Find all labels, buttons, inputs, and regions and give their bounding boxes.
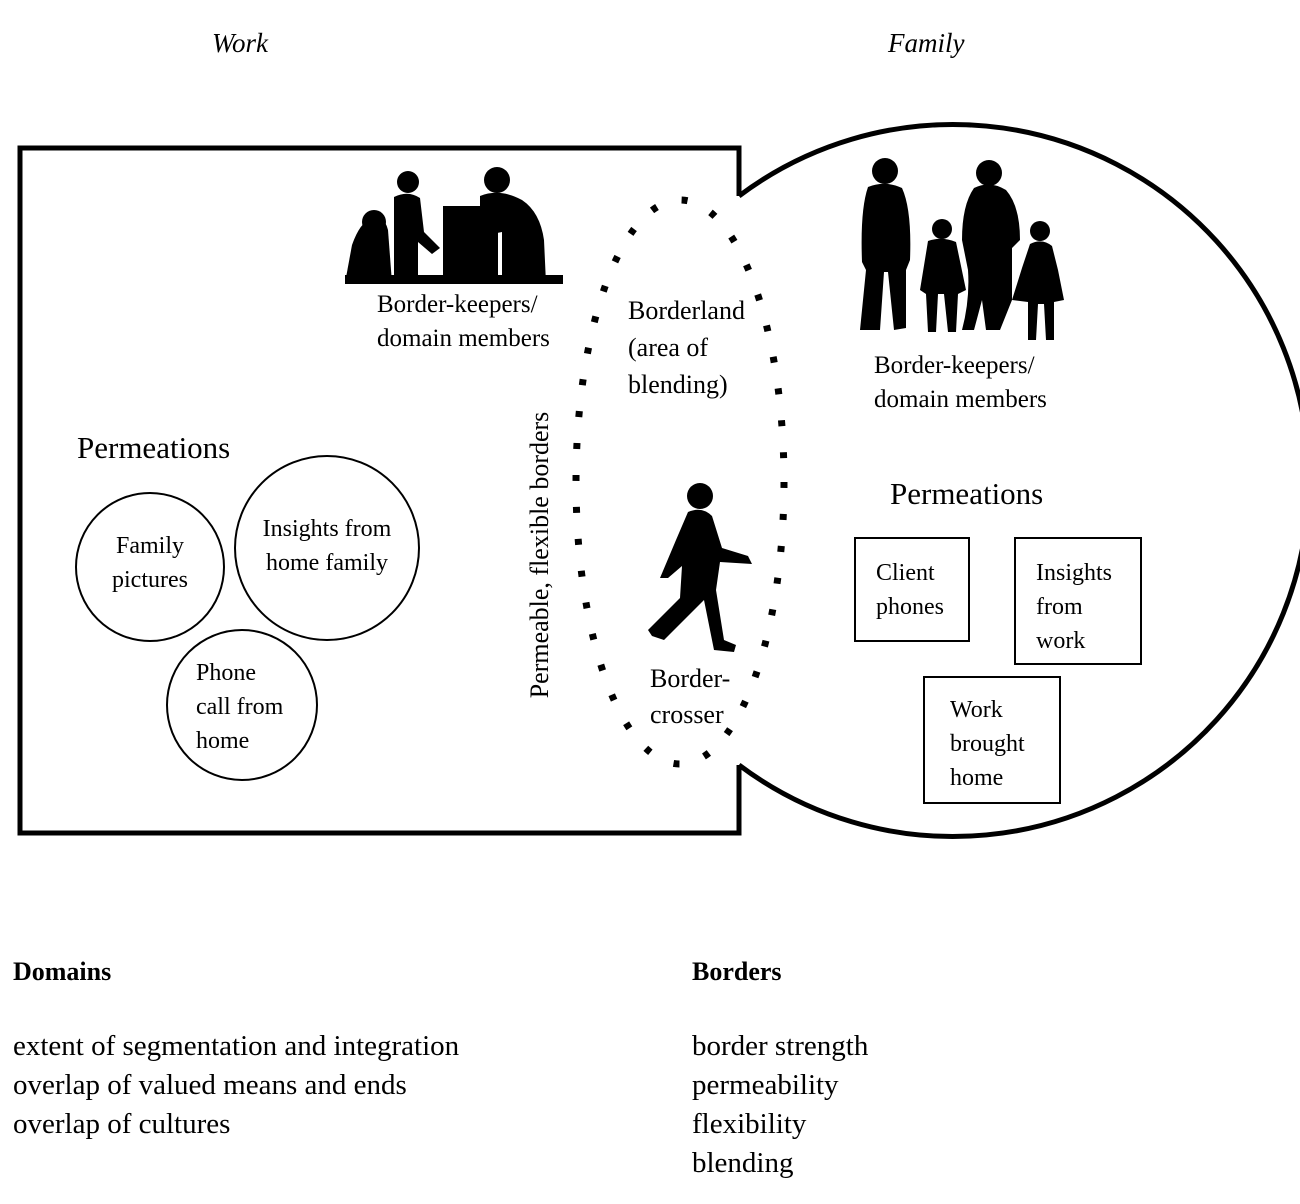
legend-domains-item: overlap of cultures: [13, 1108, 231, 1140]
border-crosser-label: Border- crosser: [650, 664, 731, 729]
borderland-dotted-border: [572, 196, 788, 768]
legend-domains-item: overlap of valued means and ends: [13, 1069, 407, 1101]
family-people-silhouette-icon: [860, 158, 1064, 340]
family-permeation-box-1: [854, 537, 970, 642]
work-domain-shape: [17, 145, 742, 836]
family-border-keepers-label: Border-keepers/ domain members: [874, 352, 1047, 413]
family-permeation-work-brought-home: Work brought home: [950, 697, 1025, 791]
work-domain-title: Work: [212, 28, 269, 58]
family-domain-title: Family: [888, 28, 965, 58]
legend-domains-list: extent of segmentation and integration o…: [13, 1027, 459, 1144]
family-permeation-box-3: [923, 676, 1061, 804]
work-permeation-phone-call: Phone call from home: [196, 660, 284, 754]
work-permeation-circle-2: [234, 455, 420, 641]
family-permeation-client-phones: Client phones: [876, 560, 944, 620]
legend-borders-list: border strength permeability flexibility…: [692, 1027, 868, 1183]
legend-borders-item: blending: [692, 1147, 794, 1179]
borderland-label: Borderland (area of blending): [628, 296, 745, 399]
family-permeation-insights-from-work: Insights from work: [1036, 560, 1113, 654]
legend-borders-item: border strength: [692, 1030, 869, 1062]
work-permeations-title: Permeations: [77, 430, 231, 465]
work-border-keepers-label: Border-keepers/ domain members: [377, 291, 550, 352]
legend-domains-item: extent of segmentation and integration: [13, 1030, 460, 1062]
work-permeation-family-pictures: Family pictures: [112, 533, 188, 593]
family-permeation-box-2: [1014, 537, 1142, 665]
work-permeation-circle-3: [166, 629, 318, 781]
work-permeation-circle-1: [75, 492, 225, 642]
legend-borders-item: flexibility: [692, 1108, 807, 1140]
legend-borders-item: permeability: [692, 1069, 839, 1101]
border-crosser-walking-icon: [648, 483, 752, 652]
family-permeations-title: Permeations: [890, 476, 1044, 511]
work-people-silhouette-icon: [345, 167, 563, 284]
family-domain-shape: [737, 122, 1300, 839]
legend-borders-heading: Borders: [692, 957, 782, 986]
work-permeation-insights-from-home: Insights from home family: [262, 516, 392, 576]
legend-domains-heading: Domains: [13, 957, 112, 986]
